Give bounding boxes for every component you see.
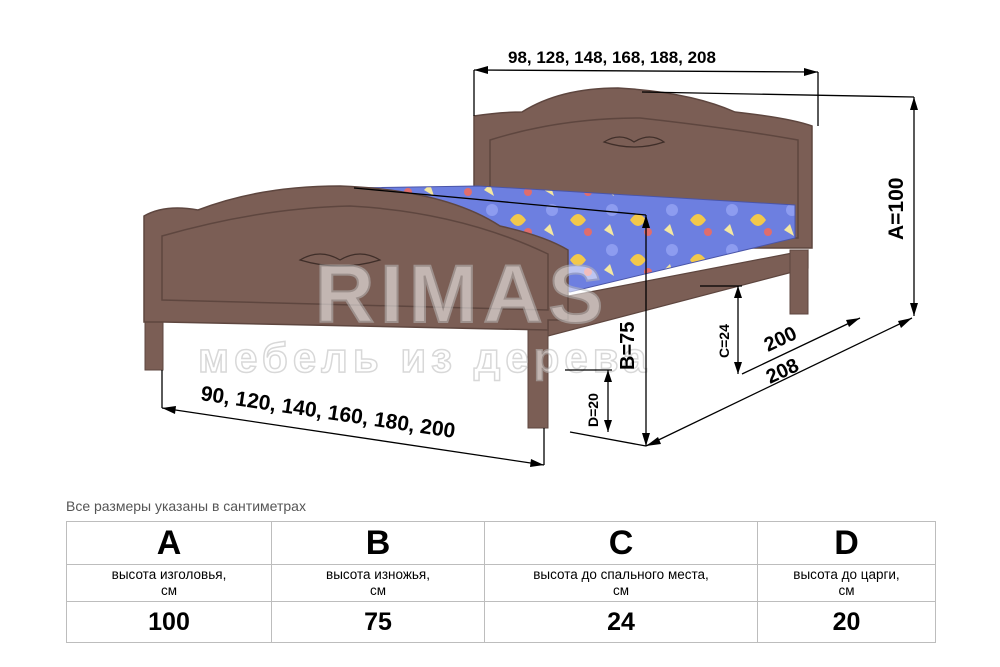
label-d: D=20 xyxy=(585,393,601,427)
watermark-tagline: мебель из дерева xyxy=(198,334,651,381)
col-a-desc: высота изголовья, xyxy=(111,567,227,582)
col-b-desc: высота изножья, xyxy=(326,567,430,582)
watermark-brand: RIMAS xyxy=(315,249,609,340)
col-d-unit: см xyxy=(838,583,855,598)
col-d-desc-cell: высота до царги, см xyxy=(757,564,936,602)
col-c-value: 24 xyxy=(484,601,758,643)
label-a: A=100 xyxy=(885,178,908,240)
table-row-letters: A B C D xyxy=(66,521,936,565)
length-outer-label: 208 xyxy=(763,354,803,388)
headboard-width-label: 98, 128, 148, 168, 188, 208 xyxy=(508,48,716,67)
col-a-value: 100 xyxy=(66,601,272,643)
col-b-value: 75 xyxy=(271,601,485,643)
col-b-letter: B xyxy=(271,521,485,565)
rear-leg xyxy=(789,249,809,315)
bed-dimension-diagram: RIMAS мебель из дерева xyxy=(143,48,918,467)
length-inner-label: 200 xyxy=(761,322,801,356)
dimension-table: A B C D высота изголовья, см высота изно… xyxy=(66,521,936,643)
col-c-desc: высота до спального места, xyxy=(533,567,709,582)
col-d-value: 20 xyxy=(757,601,936,643)
col-c-unit: см xyxy=(612,583,630,598)
col-b-desc-cell: высота изножья, см xyxy=(271,564,485,602)
col-c-desc-cell: высота до спального места, см xyxy=(484,564,758,602)
table-row-values: 100 75 24 20 xyxy=(66,601,936,643)
units-note: Все размеры указаны в сантиметрах xyxy=(66,498,306,514)
footboard-width-label: 90, 120, 140, 160, 180, 200 xyxy=(199,382,456,443)
watermark: RIMAS мебель из дерева xyxy=(197,248,651,382)
col-a-desc-cell: высота изголовья, см xyxy=(66,564,272,602)
label-c: C=24 xyxy=(716,324,732,358)
col-a-letter: A xyxy=(66,521,272,565)
label-b: B=75 xyxy=(617,322,639,370)
table-row-descriptions: высота изголовья, см высота изножья, см … xyxy=(66,564,936,602)
dimension-lines xyxy=(161,66,918,467)
footboard xyxy=(143,185,569,331)
col-a-unit: см xyxy=(160,583,178,598)
col-d-desc: высота до царги, xyxy=(793,567,900,582)
col-b-unit: см xyxy=(369,583,387,598)
col-d-letter: D xyxy=(757,521,936,565)
col-c-letter: C xyxy=(484,521,758,565)
